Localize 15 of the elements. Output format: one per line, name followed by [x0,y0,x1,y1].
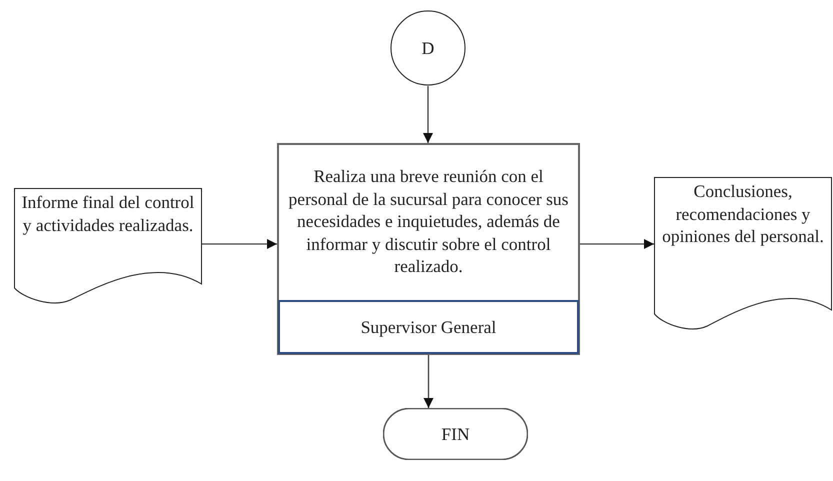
node-label: Conclusiones, recomendaciones y opiniones del personal. [661,180,825,248]
document-shape [654,177,832,332]
node-label: Informe final del control y actividades realizadas. [20,191,196,236]
arrow [424,355,434,408]
process-box [277,143,580,355]
arrow [202,239,277,249]
node-label: FIN [441,422,470,446]
document-shape [14,188,202,306]
arrow [423,86,433,143]
arrow [580,239,654,249]
process-text: Realiza una breve reunión con el personal de la sucursal para conocer sus necesidades e inquietudes, además de informar y discutir sobre el control realizado. [288,165,570,278]
terminal-shape [383,408,528,460]
role-band: Supervisor General [278,300,579,354]
node-label: D [422,36,434,60]
connector-circle [390,10,466,86]
